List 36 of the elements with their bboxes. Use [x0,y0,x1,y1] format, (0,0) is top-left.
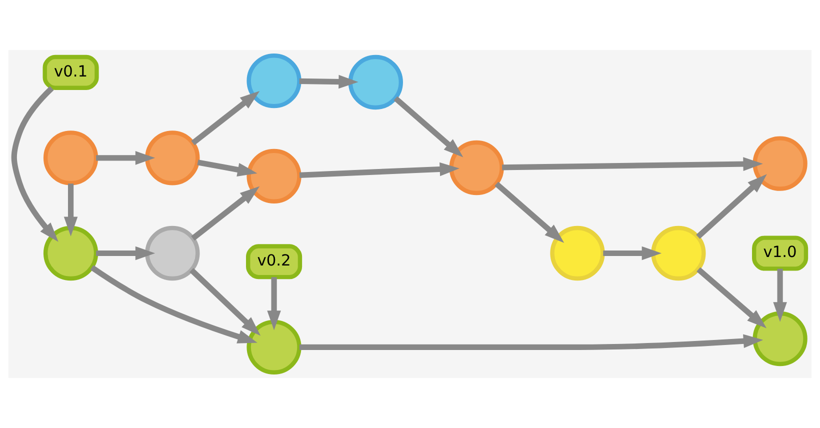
arrow [64,184,78,236]
arrow [267,277,281,330]
node-circle [43,226,98,281]
arrow [299,334,764,350]
node-circle [550,226,605,281]
node-circle [43,130,98,186]
arrow [299,74,358,89]
arrow [90,265,258,344]
arrow [191,90,260,146]
node-circle [145,226,200,281]
arrow [197,160,258,177]
node-box: v1.0 [752,236,808,271]
arrow [190,268,261,336]
node-circle [246,54,302,108]
arrow [696,267,767,328]
arrow [603,246,662,260]
arrow [191,186,260,241]
arrow [11,86,58,242]
arrow [773,268,787,322]
arrow [96,151,156,165]
arrow [394,96,464,158]
arrow [299,162,460,178]
arrow [696,174,767,239]
node-circle [246,148,302,204]
node-circle [752,311,808,366]
node-circle [145,130,200,186]
arrow [502,157,763,171]
node-circle [752,136,808,191]
node-box: v0.1 [42,54,99,90]
arrow [494,182,564,243]
node-box: v0.2 [246,244,302,280]
node-circle [449,140,504,196]
node-circle [348,54,403,110]
node-circle [246,320,302,374]
node-circle [651,226,706,281]
arrow [96,246,156,260]
